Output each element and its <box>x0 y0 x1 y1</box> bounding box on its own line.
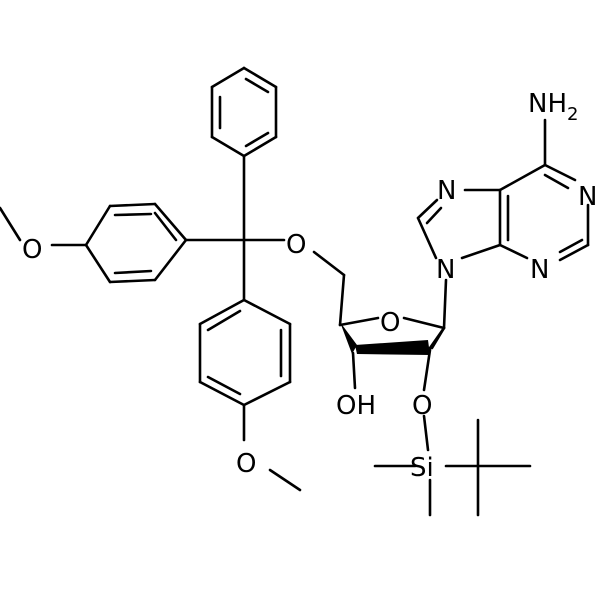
phenyl-ring-top <box>210 66 278 158</box>
label-n-glycosidic: N <box>436 255 455 285</box>
label-o-ether: O <box>286 230 306 260</box>
pyrimidine-ring <box>498 163 590 262</box>
bond-left-o-methyl <box>0 206 22 242</box>
bond-c2-o <box>422 348 432 392</box>
bonds <box>0 66 590 517</box>
label-si: Si <box>410 453 434 483</box>
bond-bottom-o-methyl <box>268 468 302 492</box>
label-nh2: NH2 <box>528 89 578 125</box>
methoxyphenyl-ring-left <box>84 202 188 284</box>
label-o-methoxy-bottom: O <box>236 449 256 479</box>
imidazole-ring <box>416 188 502 260</box>
bond-o-c5 <box>312 250 346 277</box>
label-n-imidazole: N <box>437 176 456 206</box>
label-n-pyrimidine-bottom: N <box>530 255 549 285</box>
bond-c5-c4 <box>338 273 346 327</box>
label-o-silyl: O <box>412 391 432 421</box>
bond-o-si <box>422 414 430 452</box>
ribose-ring <box>338 316 446 355</box>
atom-labels: NH2 N N N N O O O O O OH Si <box>22 89 597 483</box>
label-n-pyrimidine-right: N <box>578 182 597 212</box>
bond-c1-n9 <box>442 278 448 330</box>
label-o-methoxy-left: O <box>22 235 42 265</box>
label-oh: OH <box>336 391 376 421</box>
label-nh2-subscript: 2 <box>567 104 578 125</box>
bond-c3-oh <box>351 351 357 390</box>
methoxyphenyl-ring-bottom <box>198 298 292 407</box>
label-o-ring: O <box>380 308 400 338</box>
